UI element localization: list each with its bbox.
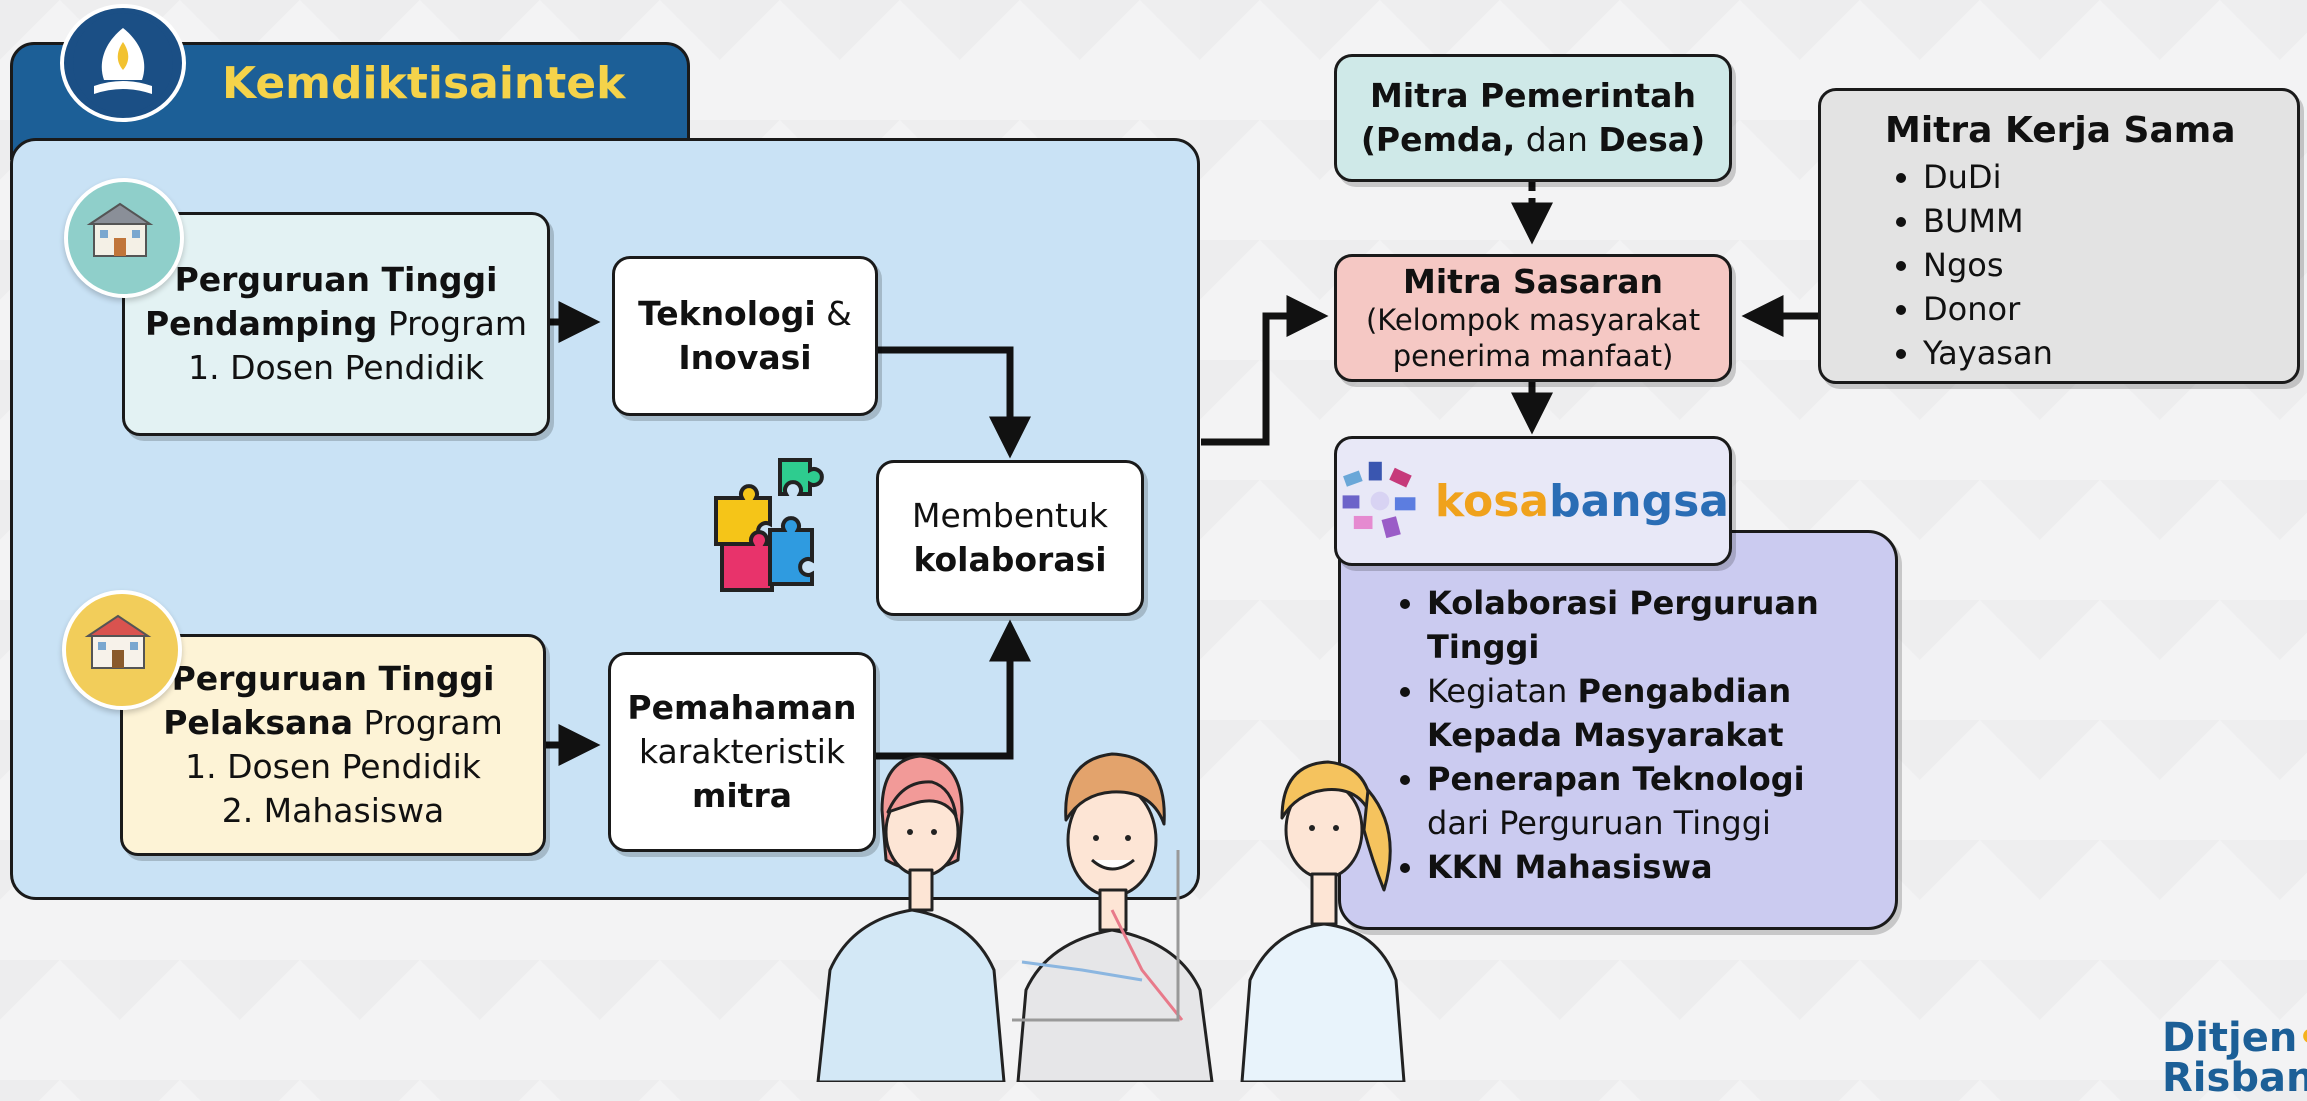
pendamping-item: 1. Dosen Pendidik <box>188 348 484 387</box>
kolaborasi-label: kolaborasi <box>913 540 1107 579</box>
pemahaman-box: Pemahaman karakteristik mitra <box>608 652 876 852</box>
mitra-sasaran-box: Mitra Sasaran (Kelompok masyarakat pener… <box>1334 254 1732 382</box>
pemda-label: Pemda, <box>1375 120 1516 159</box>
list-item: Ngos <box>1923 243 2053 287</box>
paren-close: ) <box>1690 120 1706 159</box>
tut-wuri-emblem-icon <box>73 13 173 113</box>
arrow-panel-sasaran <box>1201 295 1329 446</box>
pemahaman-label: Pemahaman <box>627 688 857 727</box>
desa-label: Desa <box>1598 120 1691 159</box>
pelaksana-item: 2. Mahasiswa <box>221 791 445 830</box>
kosabangsa-box: Kolaborasi Perguruan Tinggi Kegiatan Pen… <box>1338 530 1898 930</box>
pendamping-box: Perguruan Tinggi Pendamping Program 1. D… <box>122 212 550 436</box>
mitra-pemerintah-title: Mitra Pemerintah <box>1370 76 1696 115</box>
kosabangsa-logo-icon <box>1342 461 1416 539</box>
mitra-sasaran-desc: penerima manfaat) <box>1392 339 1674 373</box>
list-item: Donor <box>1923 287 2053 331</box>
page-title: Kemdiktisaintek <box>222 58 626 109</box>
list-item-text: Kolaborasi Perguruan Tinggi <box>1427 584 1819 666</box>
footer-brand-line: Ditjen <box>2162 1015 2298 1061</box>
kolaborasi-box: Membentuk kolaborasi <box>876 460 1144 616</box>
pelaksana-title: Perguruan Tinggi <box>171 659 495 698</box>
arrow-teknologi-kolaborasi <box>878 346 1031 459</box>
dan-label: dan <box>1515 120 1599 159</box>
kosabangsa-wordmark-part: kosa <box>1434 475 1550 527</box>
teknologi-amp: & <box>815 294 852 333</box>
puzzle-icon <box>714 458 824 592</box>
school-building-icon <box>64 178 184 298</box>
list-item-text: Penerapan Teknologi <box>1427 760 1805 798</box>
list-item: BUMM <box>1923 199 2053 243</box>
mitra-kerjasama-title: Mitra Kerja Sama <box>1885 110 2236 151</box>
list-item-text: Kegiatan <box>1427 672 1578 710</box>
pendamping-role: Pendamping <box>144 304 378 343</box>
karakteristik-label: karakteristik <box>638 732 846 771</box>
list-item: Yayasan <box>1923 331 2053 375</box>
paren-open: ( <box>1360 120 1376 159</box>
mitra-sasaran-desc: (Kelompok masyarakat <box>1365 303 1701 337</box>
list-item: Penerapan Teknologi dari Perguruan Tingg… <box>1427 757 1875 845</box>
pelaksana-role: Pelaksana <box>163 703 354 742</box>
people-illustration <box>816 752 1406 1082</box>
pelaksana-item: 1. Dosen Pendidik <box>185 747 481 786</box>
mitra-pemerintah-box: Mitra Pemerintah (Pemda, dan Desa) <box>1334 54 1732 182</box>
pendamping-title: Perguruan Tinggi <box>174 260 498 299</box>
teknologi-box: Teknologi & Inovasi <box>612 256 878 416</box>
school-building-icon <box>62 590 182 710</box>
mitra-label: mitra <box>691 776 792 815</box>
list-item-text: dari Perguruan Tinggi <box>1427 804 1771 842</box>
mitra-sasaran-title: Mitra Sasaran <box>1403 262 1663 301</box>
ministry-logo-icon <box>60 4 186 122</box>
list-item-text: Pengabdian Kepada Masyarakat <box>1427 672 1792 754</box>
list-item: DuDi <box>1923 155 2053 199</box>
pelaksana-suffix: Program <box>353 703 503 742</box>
list-item: Kolaborasi Perguruan Tinggi <box>1427 581 1875 669</box>
kosabangsa-logo-box: kosabangsa <box>1334 436 1732 566</box>
footer-brand: Ditjen• Risbang <box>2162 1018 2307 1098</box>
list-item: Kegiatan Pengabdian Kepada Masyarakat <box>1427 669 1875 757</box>
kosabangsa-wordmark: kosabangsa <box>1435 476 1729 527</box>
list-item-text: KKN Mahasiswa <box>1427 848 1713 886</box>
pendamping-suffix: Program <box>377 304 528 343</box>
inovasi-label: Inovasi <box>678 338 812 377</box>
membentuk-label: Membentuk <box>911 496 1109 535</box>
footer-brand-line: Risbang <box>2162 1055 2307 1101</box>
list-item: KKN Mahasiswa <box>1427 845 1875 889</box>
pelaksana-box: Perguruan Tinggi Pelaksana Program 1. Do… <box>120 634 546 856</box>
kosabangsa-wordmark-part: bangsa <box>1549 475 1729 527</box>
teknologi-label: Teknologi <box>638 294 816 333</box>
mitra-kerjasama-box: Mitra Kerja Sama DuDi BUMM Ngos Donor Ya… <box>1818 88 2300 384</box>
